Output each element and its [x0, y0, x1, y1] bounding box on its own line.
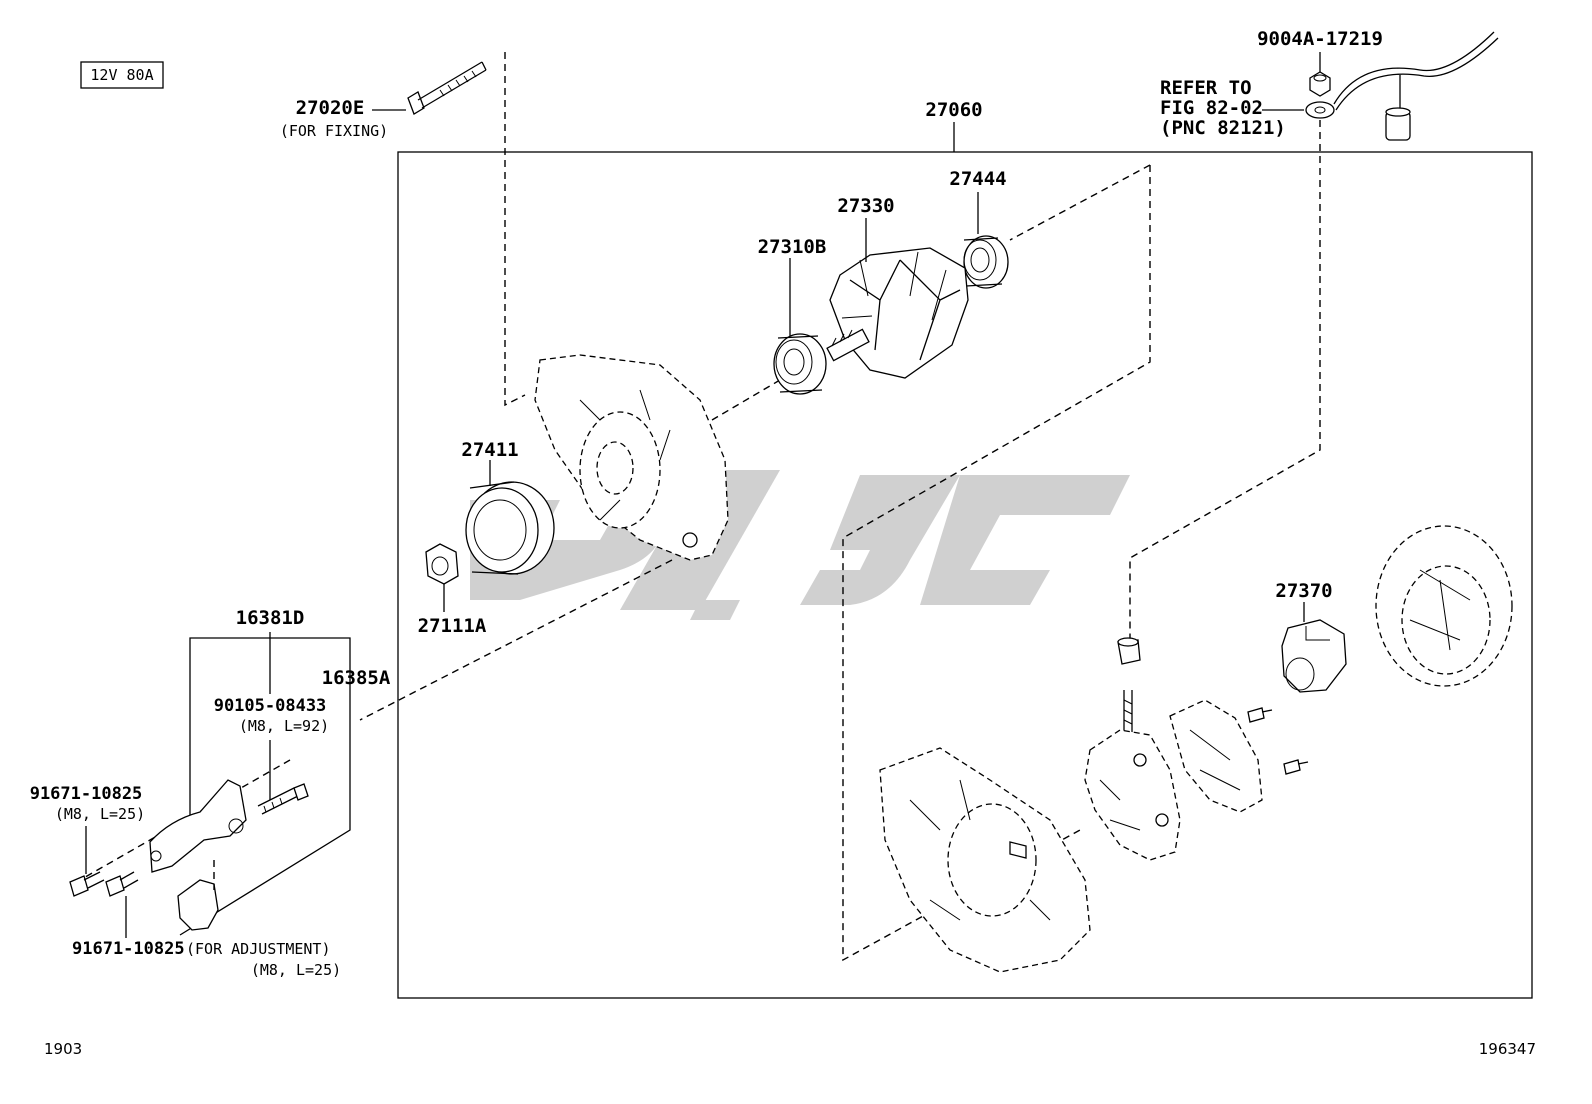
terminal-insulator	[1117, 637, 1141, 665]
rear-cover	[1375, 525, 1513, 687]
part-suffix-91671-adjustment: (FOR ADJUSTMENT)	[186, 940, 331, 958]
rotor-27330	[826, 247, 969, 379]
assembly-part-number: 27060	[925, 99, 982, 121]
pulley-27411	[465, 481, 555, 575]
adjusting-plate	[177, 860, 219, 931]
dash-rotor-group	[842, 165, 1151, 962]
washer-9004A	[1305, 101, 1335, 119]
dash-terminal-path	[1129, 120, 1321, 640]
footer-right-code: 196347	[1479, 1040, 1536, 1058]
part-number-27370: 27370	[1275, 580, 1332, 602]
part-number-27111A: 27111A	[418, 615, 487, 637]
part-number-9004A: 9004A-17219	[1257, 28, 1383, 50]
bolt-91671-fixing	[69, 871, 105, 897]
part-number-27444: 27444	[949, 168, 1006, 190]
part-note-90105: (M8, L=92)	[239, 717, 329, 735]
spec-box	[80, 61, 164, 89]
cable	[1333, 31, 1495, 105]
regulator-27370	[1281, 619, 1347, 693]
assembly-frame	[397, 151, 1533, 999]
part-number-91671-fixing: 91671-10825	[30, 784, 143, 804]
bracket-group-outline	[179, 637, 351, 936]
part-number-27330: 27330	[837, 195, 894, 217]
rear-end-frame	[879, 747, 1091, 973]
nut-27111A	[425, 543, 459, 585]
brush-holder	[1169, 699, 1263, 813]
footer-left-code: 1903	[44, 1040, 82, 1058]
screw-a	[1247, 707, 1273, 723]
nut-9004A	[1309, 71, 1331, 97]
dash-27020E	[504, 52, 526, 407]
part-number-90105: 90105-08433	[214, 696, 327, 716]
screw-b	[1283, 759, 1309, 775]
spec-box-label: 12V 80A	[90, 66, 153, 84]
bearing-27444	[963, 235, 1009, 289]
refer-line-1: REFER TO	[1160, 77, 1252, 99]
drive-end-frame	[534, 354, 729, 561]
refer-line-2: FIG 82-02	[1160, 97, 1263, 119]
part-note-91671-adjustment: (M8, L=25)	[251, 961, 341, 979]
dash-mount-axis	[359, 559, 673, 721]
dash-rotor-axis	[1009, 164, 1151, 241]
part-number-16381D: 16381D	[236, 607, 305, 629]
part-number-27020E: 27020E	[296, 97, 365, 119]
adjusting-bracket	[149, 779, 247, 873]
watermark-logo	[470, 470, 1130, 620]
bolt-27020E	[407, 61, 487, 115]
bolt-90105	[257, 783, 309, 815]
part-number-27310B: 27310B	[758, 236, 827, 258]
bearing-27310B	[773, 333, 827, 395]
part-number-91671-adjustment: 91671-10825	[72, 939, 185, 959]
rectifier-holder	[1084, 729, 1181, 861]
part-note-27020E: (FOR FIXING)	[280, 122, 388, 140]
part-number-27411: 27411	[461, 439, 518, 461]
part-note-91671-fixing: (M8, L=25)	[55, 805, 145, 823]
part-number-16385A: 16385A	[322, 667, 391, 689]
refer-line-3: (PNC 82121)	[1160, 117, 1286, 139]
bolt-91671-adjustment	[105, 871, 139, 897]
